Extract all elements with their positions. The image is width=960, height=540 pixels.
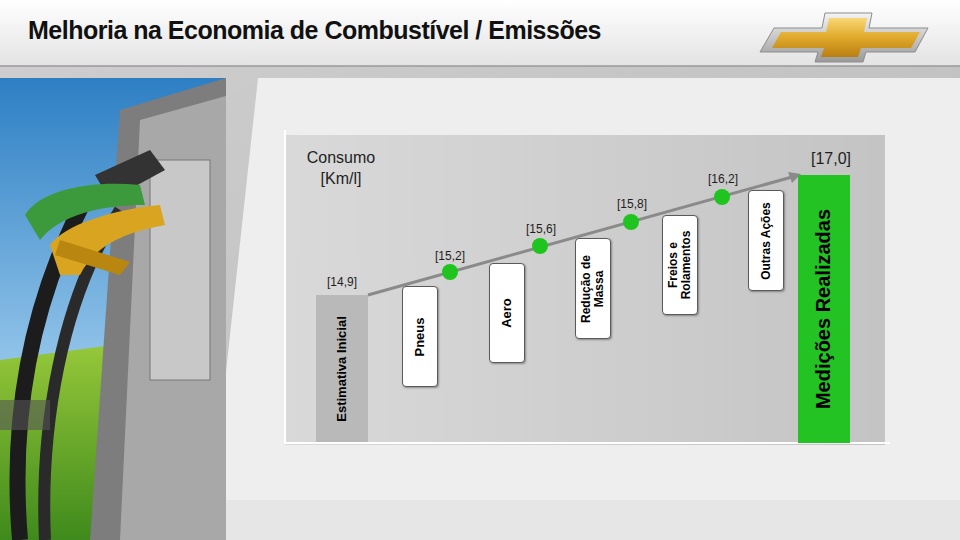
value-label: [15,2] xyxy=(425,249,475,265)
brand-logo xyxy=(760,13,928,62)
result-bar: Medições Realizadas xyxy=(798,175,850,443)
slide-title: Melhoria na Economia de Combustível / Em… xyxy=(28,16,601,45)
value-label: [15,6] xyxy=(516,222,566,238)
axis-title: Consumo [Km/l] xyxy=(296,148,386,190)
step-label: Outras Ações xyxy=(760,195,773,286)
step-label: Redução de Massa xyxy=(580,243,606,334)
step-label: Freios e Rolamentos xyxy=(667,220,693,310)
data-dot xyxy=(442,264,458,280)
step-label: Medições Realizadas xyxy=(813,180,835,438)
value-label: [15,8] xyxy=(607,197,657,213)
fuel-pump-photo xyxy=(0,78,226,540)
initial-bar: Estimativa Inicial xyxy=(316,295,368,442)
data-dot xyxy=(532,238,548,254)
data-dot xyxy=(714,189,730,205)
step-box: Freios e Rolamentos xyxy=(662,215,698,315)
step-label: Estimativa Inicial xyxy=(335,300,349,437)
step-box: Pneus xyxy=(402,286,438,387)
step-box: Redução de Massa xyxy=(575,238,611,339)
value-label: [16,2] xyxy=(698,172,748,188)
axis-line xyxy=(284,130,286,444)
value-label: [17,0] xyxy=(799,149,863,170)
step-label: Aero xyxy=(500,268,514,358)
value-label: [14,9] xyxy=(317,275,367,291)
step-box: Outras Ações xyxy=(748,190,784,291)
step-label: Pneus xyxy=(413,291,427,382)
step-box: Aero xyxy=(489,263,525,363)
data-dot xyxy=(623,214,639,230)
